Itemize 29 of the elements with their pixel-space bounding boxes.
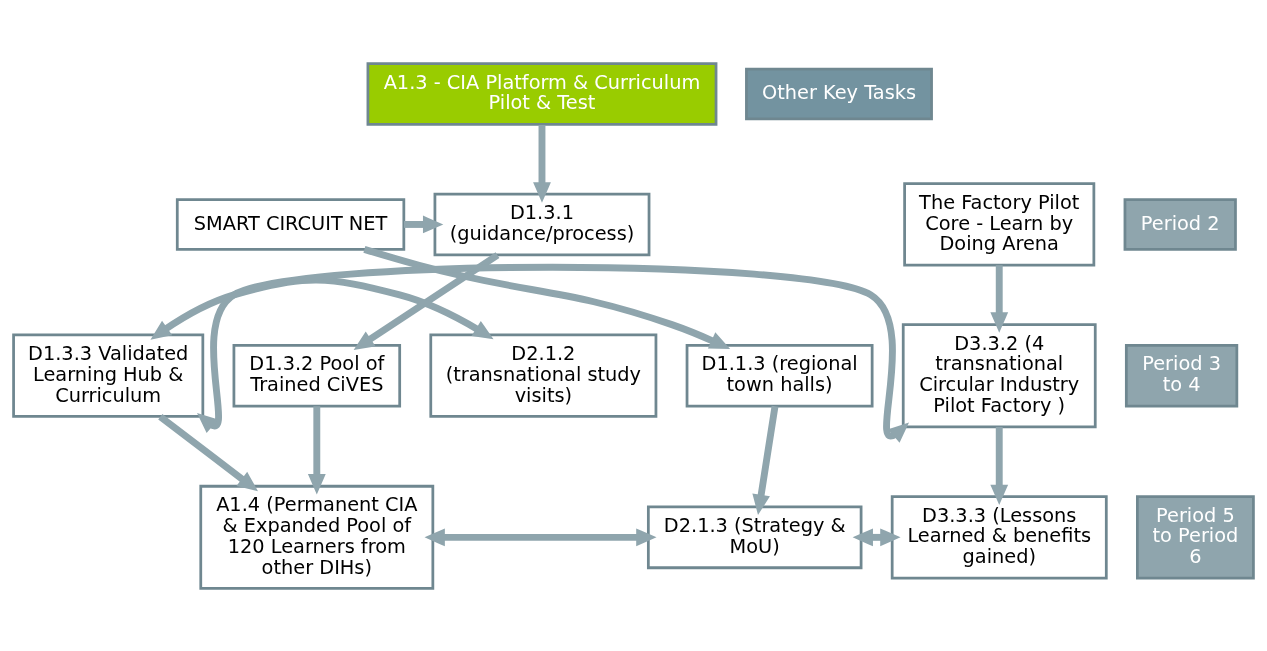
arrow — [150, 276, 494, 340]
node-box: Period 5 to Period 6 — [1136, 494, 1255, 579]
node-box: D2.1.2 (transnational study visits) — [429, 333, 658, 418]
arrow — [363, 245, 731, 349]
arrow — [404, 215, 444, 233]
node-box: A1.3 - CIA Platform & Curriculum Pilot & Test — [366, 61, 718, 126]
node-box: Period 2 — [1123, 197, 1237, 251]
arrow — [307, 405, 326, 494]
arrow — [990, 426, 1009, 505]
node-box: D3.3.3 (Lessons Learned & benefits gained) — [890, 494, 1108, 579]
node-box: A1.4 (Permanent CIA & Expanded Pool of 120 Learners from other DIHs) — [199, 484, 435, 590]
arrow — [353, 251, 500, 350]
node-box: The Factory Pilot Core - Learn by Doing Arena — [903, 181, 1096, 267]
arrow — [990, 264, 1009, 333]
arrow — [852, 527, 901, 546]
node-box: Period 3 to 4 — [1124, 343, 1239, 407]
arrow — [158, 413, 258, 491]
node-box: SMART CIRCUIT NET — [175, 197, 406, 251]
arrow — [424, 527, 657, 546]
arrow — [533, 124, 551, 203]
node-box: D2.1.3 (Strategy & MoU) — [646, 505, 863, 569]
node-box: D3.3.2 (4 transnational Circular Industry Pilot Factory ) — [901, 322, 1097, 428]
arrow — [197, 263, 910, 443]
node-box: D1.3.2 Pool of Trained CiVES — [232, 343, 402, 407]
node-box: D1.3.3 Validated Learning Hub & Curriculum — [12, 333, 205, 418]
node-box: D1.3.1 (guidance/process) — [433, 192, 651, 256]
node-box: D1.1.3 (regional town halls) — [685, 343, 874, 407]
arrow — [752, 405, 779, 515]
node-box: Other Key Tasks — [745, 67, 933, 120]
